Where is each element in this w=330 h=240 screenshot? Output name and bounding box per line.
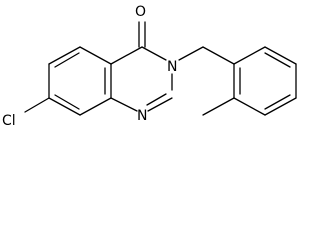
pyrimidinone-ring [110, 21, 173, 112]
n3-atom-label: N [167, 59, 177, 75]
bond-c4-n3 [141, 46, 167, 61]
bond-c3p-c4p [264, 97, 297, 116]
bond-c5p-c6p-inner [264, 52, 291, 68]
bond-c8-c8a [79, 97, 112, 116]
bond-methyl [202, 97, 235, 116]
bond-c7-c8 [48, 97, 81, 116]
bond-n3-ch2 [178, 46, 204, 61]
bond-c2p-c3p [233, 97, 266, 116]
bond-c3p-c4p-inner [264, 94, 291, 110]
tolyl-ring [233, 46, 297, 116]
bond-c4a-c4 [110, 46, 143, 65]
bond-c2-n1 [147, 97, 173, 112]
oxygen-atom-label: O [135, 4, 146, 20]
bond-n1-c8a [110, 97, 138, 112]
benzo-ring [48, 46, 112, 116]
bond-c6p-c1p [233, 46, 266, 65]
bond-c5-c6-inner [54, 52, 80, 68]
bond-c7-c8-inner [54, 94, 80, 110]
bond-c5-c6 [48, 46, 81, 65]
bond-ch2-c1prime [202, 46, 235, 65]
bond-c7-cl [24, 97, 50, 113]
chlorine-atom-label: Cl [2, 113, 16, 129]
molecule-structure: O N N Cl [2, 4, 297, 129]
bond-c2-n1-inner [146, 93, 167, 106]
bond-c4a-c5 [79, 46, 112, 65]
bond-c5p-c6p [264, 46, 297, 65]
n1-atom-label: N [137, 108, 147, 124]
